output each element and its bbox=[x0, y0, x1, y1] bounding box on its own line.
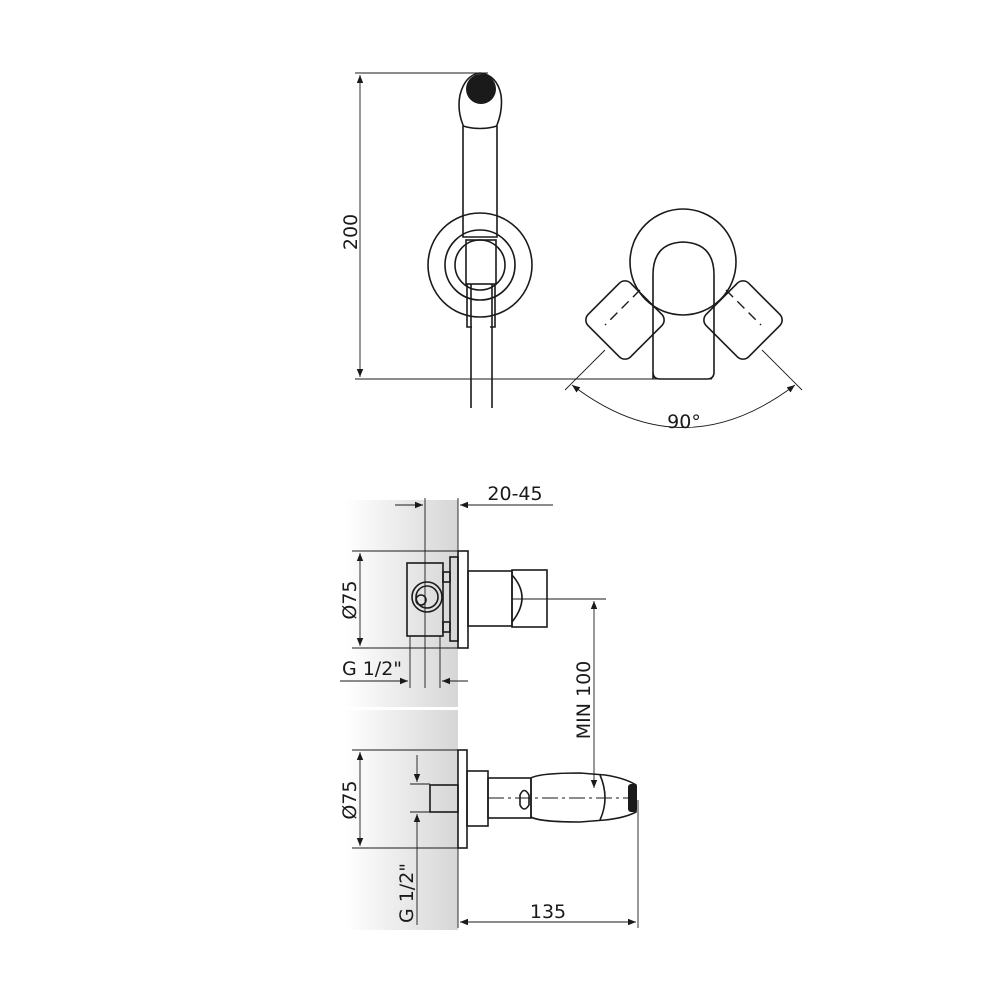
inlet-thread-top-label: G 1/2" bbox=[342, 658, 402, 680]
height-dimension-label: 200 bbox=[340, 214, 362, 250]
plate-diameter-bottom-label: Ø75 bbox=[339, 780, 361, 819]
mixer-front bbox=[564, 208, 803, 428]
mixer-handle-side bbox=[511, 569, 548, 628]
hand-shower-side-view bbox=[429, 749, 637, 849]
wall-flange bbox=[427, 212, 533, 318]
mixer-flange bbox=[629, 208, 737, 316]
shower-handle-side bbox=[530, 772, 637, 823]
rotation-arc bbox=[571, 384, 796, 428]
wall-depth-label: 20-45 bbox=[487, 483, 542, 505]
wall-section-bottom bbox=[345, 710, 458, 930]
mixer-lever bbox=[652, 241, 715, 380]
rotation-angle-label: 90° bbox=[667, 411, 701, 433]
wall-section-top bbox=[345, 500, 458, 707]
shower-handle bbox=[458, 72, 503, 238]
shower-head-nozzle bbox=[466, 74, 496, 104]
projection-length-label: 135 bbox=[530, 901, 566, 923]
hand-shower-front bbox=[355, 72, 712, 408]
min-distance-label: MIN 100 bbox=[573, 661, 595, 740]
inlet-thread-bottom-label: G 1/2" bbox=[396, 863, 418, 923]
lever-position-right bbox=[703, 280, 783, 360]
plate-diameter-top-label: Ø75 bbox=[339, 580, 361, 619]
lever-position-left bbox=[585, 280, 665, 360]
